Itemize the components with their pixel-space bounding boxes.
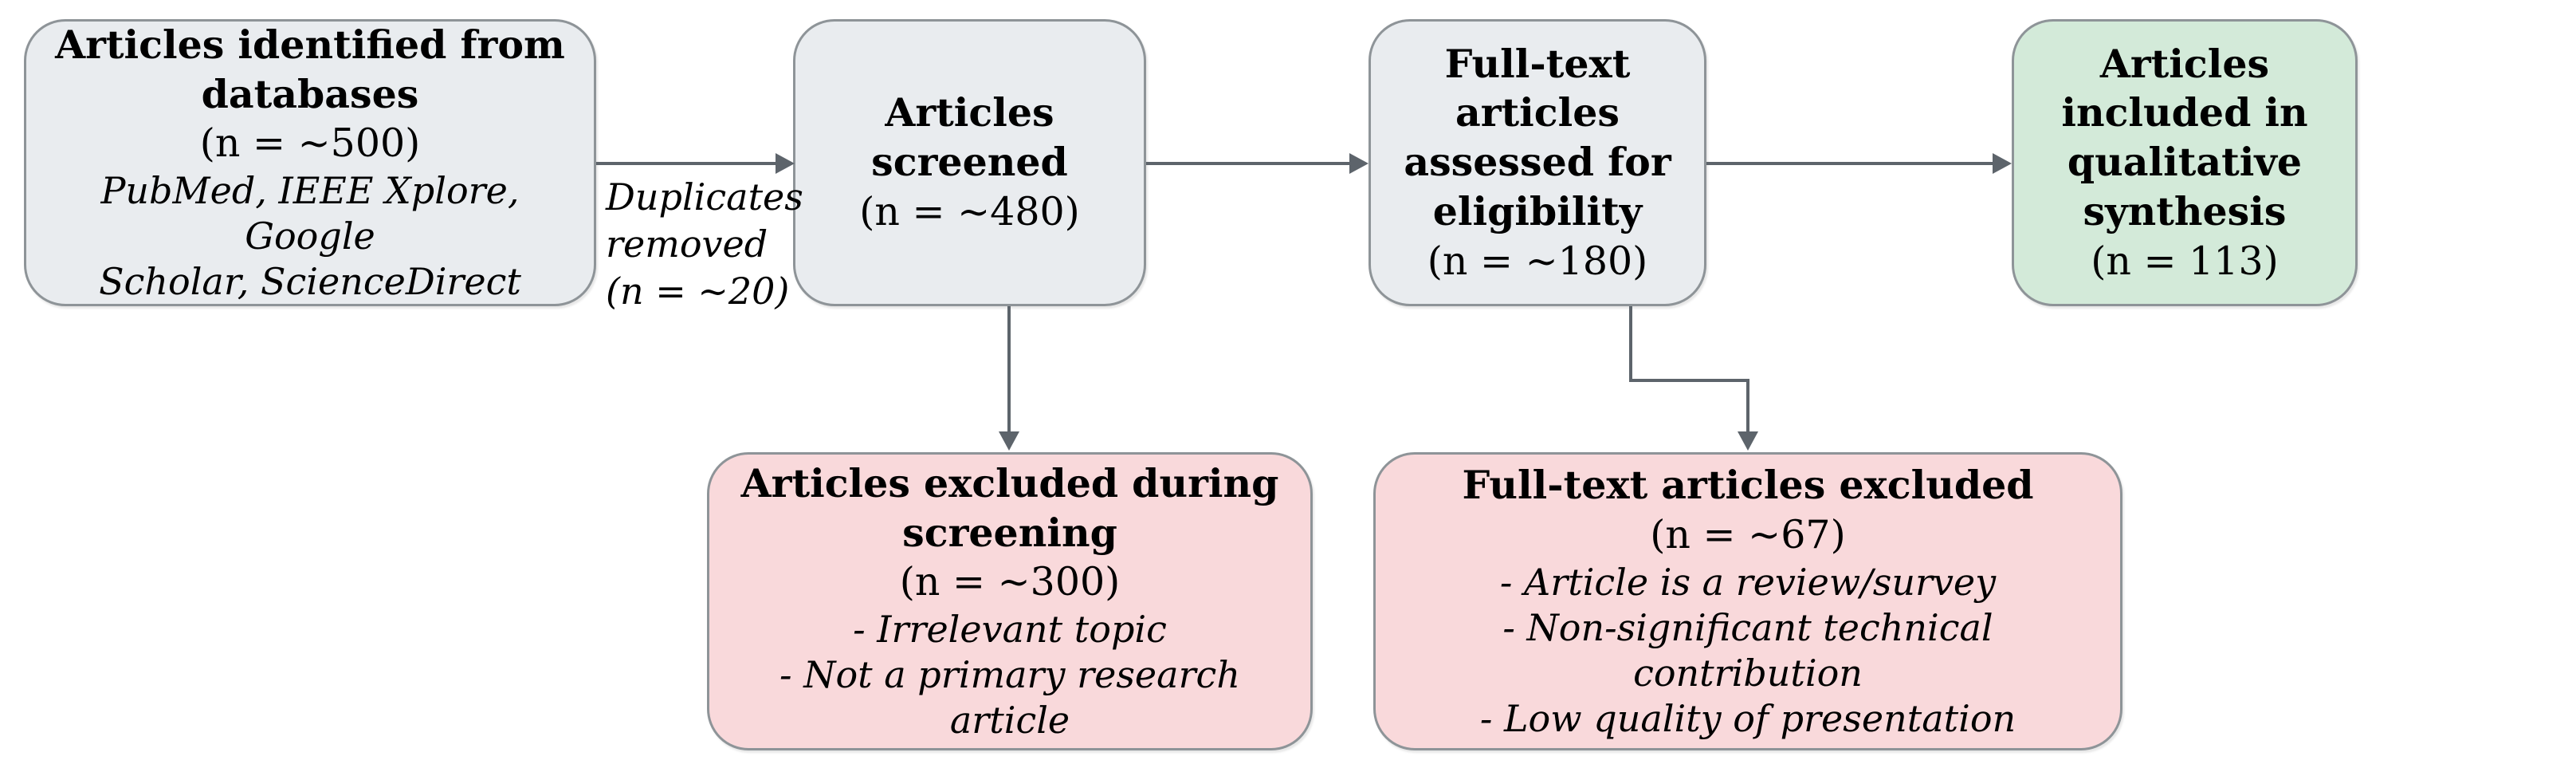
box-note-line: - Irrelevant topic: [853, 608, 1167, 652]
box-excluded-screening: Articles excluded during screening (n = …: [707, 452, 1313, 750]
box-count: (n = ~480): [859, 188, 1080, 234]
arrow-fulltext-to-excluded-segment: [1629, 379, 1749, 382]
edge-label-line: (n = ~20): [606, 269, 790, 313]
box-fulltext-assessed: Full-text articles assessed for eligibil…: [1368, 19, 1706, 306]
arrow-identified-to-screened: [596, 162, 777, 165]
box-count: (n = ~300): [899, 559, 1121, 605]
arrow-fulltext-to-excluded-segment: [1746, 379, 1749, 433]
arrow-fulltext-to-included: [1706, 162, 1994, 165]
arrowhead-right-icon: [776, 153, 795, 174]
arrowhead-down-icon: [999, 431, 1019, 451]
box-excluded-fulltext: Full-text articles excluded (n = ~67) - …: [1373, 452, 2122, 750]
arrowhead-right-icon: [1993, 153, 2012, 174]
box-note-line: - Non-significant technical contribution: [1502, 605, 1993, 695]
arrowhead-down-icon: [1738, 431, 1758, 451]
box-title-line: screening: [902, 509, 1117, 556]
box-note-line: PubMed, IEEE Xplore, Google: [100, 169, 520, 258]
box-title-line: qualitative synthesis: [2067, 139, 2303, 234]
arrow-fulltext-to-excluded-segment: [1629, 306, 1632, 382]
box-count: (n = ~67): [1650, 511, 1846, 557]
box-title-line: Articles included in: [2061, 40, 2308, 136]
box-articles-identified: Articles identified from databases (n = …: [24, 19, 596, 306]
arrowhead-right-icon: [1349, 153, 1368, 174]
box-note-line: - Not a primary research article: [779, 653, 1240, 742]
arrow-screened-to-fulltext: [1146, 162, 1351, 165]
box-count: (n = ~500): [199, 120, 421, 167]
box-articles-included: Articles included in qualitative synthes…: [2012, 19, 2358, 306]
box-note-line: - Article is a review/survey: [1499, 560, 1997, 604]
box-title-line: Full-text articles: [1444, 40, 1631, 136]
edge-label-duplicates-removed: Duplicates removed (n = ~20): [606, 174, 813, 315]
arrow-screened-to-excluded: [1007, 306, 1011, 433]
box-title-line: assessed for eligibility: [1404, 139, 1671, 234]
box-title-line: databases: [201, 70, 419, 117]
box-title-line: Articles excluded during: [740, 459, 1279, 506]
box-title-line: Full-text articles excluded: [1462, 462, 2034, 509]
box-count: (n = 113): [2091, 238, 2279, 284]
edge-label-line: removed: [606, 222, 768, 266]
box-title-line: Articles identified from: [55, 21, 565, 68]
box-note-line: Scholar, ScienceDirect: [99, 260, 521, 304]
edge-label-line: Duplicates: [606, 175, 803, 219]
box-count: (n = ~180): [1427, 238, 1648, 284]
box-note-line: - Low quality of presentation: [1479, 696, 2016, 740]
box-title-line: Articles screened: [871, 89, 1068, 186]
box-articles-screened: Articles screened (n = ~480): [793, 19, 1146, 306]
